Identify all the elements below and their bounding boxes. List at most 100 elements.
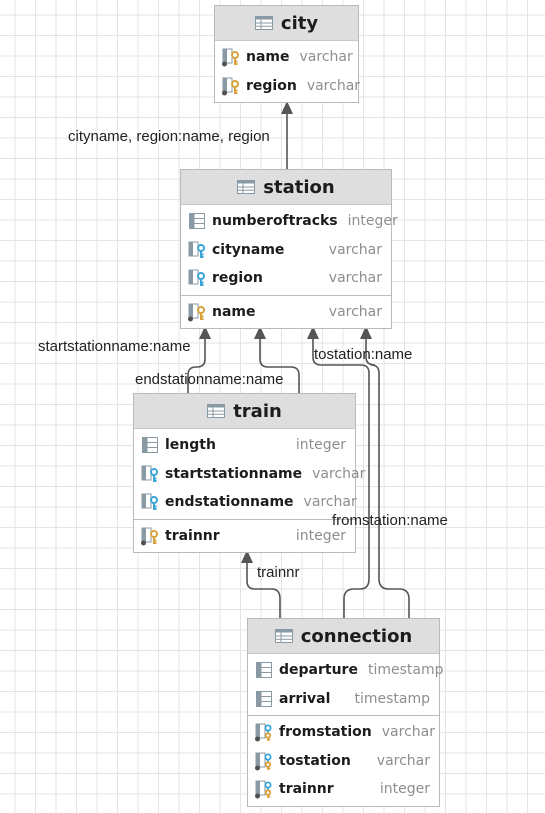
column-row[interactable]: region varchar <box>215 72 361 101</box>
column-type: varchar <box>306 77 361 94</box>
column-name: length <box>165 437 216 454</box>
column-type: varchar <box>299 49 353 66</box>
column-row[interactable]: arrival timestamp <box>248 685 439 714</box>
column-name: numberoftracks <box>212 213 338 230</box>
column-type: varchar <box>328 270 382 287</box>
column-type: varchar <box>381 724 435 741</box>
table-city[interactable]: city name varchar region varchar <box>214 5 361 103</box>
table-icon <box>254 16 273 30</box>
key-foreign-key-column-icon <box>255 752 272 771</box>
table-station[interactable]: station numberoftracks integer cityname … <box>180 169 398 329</box>
table-header: train <box>134 394 355 429</box>
column-name: departure <box>279 662 358 679</box>
column-list: numberoftracks integer cityname varchar … <box>181 205 398 295</box>
column-row[interactable]: length integer <box>134 431 355 460</box>
column-name: tostation <box>279 752 351 769</box>
key-column-list: name varchar <box>181 294 391 329</box>
connector-train-start <box>187 325 206 395</box>
column-type: timestamp <box>367 662 444 679</box>
column-type: integer <box>379 781 430 798</box>
column-type: integer <box>295 527 346 544</box>
table-header: station <box>181 170 391 205</box>
column-name: region <box>212 270 263 287</box>
column-row[interactable]: cityname varchar <box>181 236 391 265</box>
arrowhead-city <box>281 101 293 114</box>
column-icon <box>189 213 205 230</box>
table-title: connection <box>300 625 413 647</box>
key-column-icon <box>222 48 239 67</box>
table-icon <box>207 404 226 418</box>
column-row[interactable]: trainnr integer <box>134 522 355 551</box>
column-row[interactable]: tostation varchar <box>248 747 439 776</box>
column-list: departure timestamp arrival timestamp <box>248 654 443 715</box>
arrowhead-station-to <box>360 326 372 339</box>
column-type: varchar <box>312 465 366 482</box>
relation-label-connection-to: tostation:name <box>314 346 413 363</box>
column-row[interactable]: startstationname varchar <box>134 460 365 489</box>
foreign-key-column-icon <box>141 493 158 511</box>
table-title: station <box>263 176 335 198</box>
column-name: region <box>246 77 297 94</box>
table-icon <box>274 629 293 643</box>
column-type: varchar <box>376 752 430 769</box>
connector-train-end <box>259 325 300 395</box>
column-icon <box>256 662 272 679</box>
column-row[interactable]: name varchar <box>181 298 391 327</box>
column-name: name <box>212 303 256 320</box>
column-type: timestamp <box>354 690 430 707</box>
column-icon <box>256 690 272 707</box>
key-column-icon <box>141 527 158 546</box>
column-row[interactable]: trainnr integer <box>248 775 439 804</box>
foreign-key-column-icon <box>188 241 205 258</box>
column-name: endstationname <box>165 494 294 511</box>
table-title: city <box>280 12 319 34</box>
column-name: startstationname <box>165 465 303 482</box>
column-row[interactable]: fromstation varchar <box>248 718 439 747</box>
table-header: city <box>215 6 358 41</box>
column-type: integer <box>347 213 398 230</box>
relation-label-connection-from: fromstation:name <box>332 512 448 529</box>
table-connection[interactable]: connection departure timestamp arrival t… <box>247 618 443 807</box>
column-row[interactable]: name varchar <box>215 43 358 72</box>
connector-connection-from <box>312 325 370 619</box>
column-name: trainnr <box>165 527 220 544</box>
column-row[interactable]: region varchar <box>181 264 391 293</box>
table-header: connection <box>248 619 439 654</box>
column-type: varchar <box>328 303 382 320</box>
relation-label-train-start: startstationname:name <box>38 338 191 355</box>
column-icon <box>142 437 158 454</box>
arrowhead-station-from <box>307 326 319 339</box>
column-type: integer <box>295 437 346 454</box>
column-name: cityname <box>212 241 285 258</box>
column-row[interactable]: numberoftracks integer <box>181 207 398 236</box>
key-column-list: fromstation varchar tostation varchar <box>248 715 439 806</box>
foreign-key-column-icon <box>188 269 205 287</box>
relation-label-connection-train: trainnr <box>257 564 300 581</box>
arrowhead-train <box>241 550 253 563</box>
column-type: varchar <box>328 241 382 258</box>
table-title: train <box>233 400 282 422</box>
column-list: name varchar region varchar <box>215 41 361 102</box>
column-row[interactable]: endstationname varchar <box>134 488 357 517</box>
key-column-icon <box>222 77 239 96</box>
column-type: varchar <box>303 494 357 511</box>
key-column-icon <box>188 303 205 322</box>
column-row[interactable]: departure timestamp <box>248 656 443 685</box>
key-foreign-key-column-icon <box>255 723 272 742</box>
connector-connection-train <box>246 548 281 619</box>
foreign-key-column-icon <box>141 465 158 482</box>
table-train[interactable]: train length integer startstationname va… <box>133 393 365 553</box>
connector-connection-to <box>365 325 410 619</box>
table-icon <box>237 180 256 194</box>
key-column-list: trainnr integer <box>134 518 355 553</box>
arrowhead-station-end <box>254 326 266 339</box>
arrowhead-station-start <box>199 326 211 339</box>
column-name: trainnr <box>279 781 334 798</box>
column-name: fromstation <box>279 724 372 741</box>
column-name: arrival <box>279 690 331 707</box>
column-name: name <box>246 49 290 66</box>
column-list: length integer startstationname varchar … <box>134 429 365 519</box>
relation-label-station-city: cityname, region:name, region <box>68 128 270 145</box>
relation-label-train-end: endstationname:name <box>135 371 284 388</box>
